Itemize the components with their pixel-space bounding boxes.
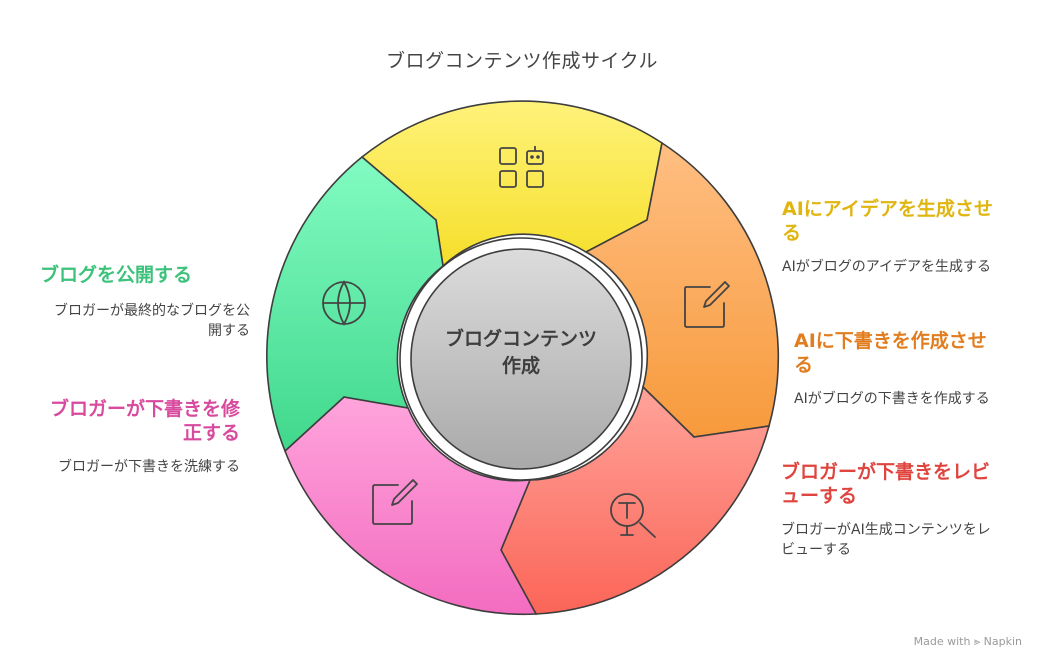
step-ai-draft: AIに下書きを作成させ る AIがブログの下書きを作成する xyxy=(794,329,1024,409)
robot-grid-icon xyxy=(499,146,544,188)
page-title: ブログコンテンツ作成サイクル xyxy=(385,50,659,72)
search-text-icon xyxy=(610,493,656,538)
segment-revise xyxy=(284,396,538,616)
step-heading: ブログを公開する xyxy=(40,264,193,286)
edit-icon xyxy=(372,479,418,525)
step-description: AIがブログの下書きを作成する xyxy=(794,391,990,407)
napkin-watermark: Made with ⪢ Napkin xyxy=(913,635,1022,648)
step-description-line2: ビューする xyxy=(781,542,851,558)
step-description-line2: 開する xyxy=(208,323,250,339)
step-publish: ブログを公開する ブロガーが最終的なブログを公 開する xyxy=(40,263,280,341)
step-heading-line1: ブロガーが下書きを修 xyxy=(49,398,240,420)
step-heading-line1: AIにアイデアを生成させ xyxy=(782,198,993,220)
step-heading-line2: 正する xyxy=(182,422,240,444)
center-label-line2: 作成 xyxy=(502,354,540,377)
center-circle xyxy=(410,248,632,470)
step-heading-line2: ューする xyxy=(781,485,858,507)
step-heading-line1: ブロガーが下書きをレビ xyxy=(781,461,991,483)
step-heading-line1: AIに下書きを作成させ xyxy=(794,330,987,352)
step-description-line1: ブロガーが最終的なブログを公 xyxy=(54,303,250,319)
center-label-line1: ブログコンテンツ xyxy=(445,327,597,350)
segment-publish xyxy=(266,155,444,453)
step-description: AIがブログのアイデアを生成する xyxy=(782,259,992,275)
step-review: ブロガーが下書きをレビ ューする ブロガーがAI生成コンテンツをレ ビューする xyxy=(781,460,1026,560)
step-ai-idea: AIにアイデアを生成させ る AIがブログのアイデアを生成する xyxy=(782,197,1022,277)
segment-ai-draft xyxy=(584,141,780,438)
step-revise: ブロガーが下書きを修 正する ブロガーが下書きを洗練する xyxy=(20,397,240,477)
step-description-line1: ブロガーがAI生成コンテンツをレ xyxy=(781,522,991,538)
globe-icon xyxy=(322,280,366,326)
step-heading-line2: る xyxy=(794,354,814,376)
edit-icon xyxy=(684,281,730,328)
step-description: ブロガーが下書きを洗練する xyxy=(58,459,240,475)
step-heading-line2: る xyxy=(782,222,802,244)
